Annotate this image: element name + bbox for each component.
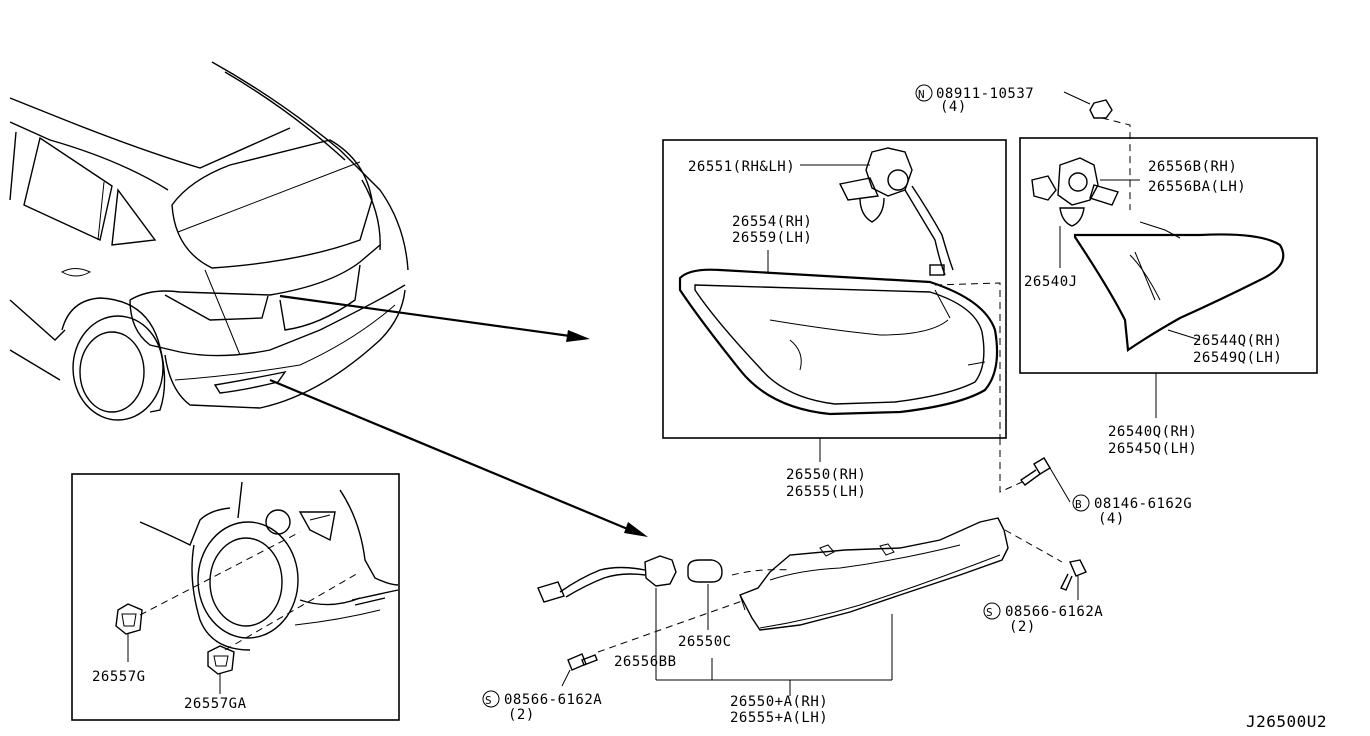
screw-left-part-number: 08566-6162A — [504, 692, 602, 708]
lens-q-lh-label: 26549Q(LH) — [1193, 350, 1282, 366]
socket-bulb-label: 26551(RH&LH) — [688, 159, 795, 175]
clip-g-label: 26557G — [92, 669, 146, 685]
diagram-code: J26500U2 — [1246, 712, 1327, 731]
screw-right-quantity: (2) — [1009, 619, 1036, 635]
part-labels: N 08911-10537 (4) 26551(RH&LH) 26554(RH)… — [92, 84, 1327, 731]
inner-lamp-box — [1019, 137, 1318, 418]
lamp-q-rh-label: 26540Q(RH) — [1108, 424, 1197, 440]
reflector-lh-label: 26555+A(LH) — [730, 710, 828, 726]
bolt-symbol-circle — [1072, 494, 1090, 512]
bolt-part-number: 08146-6162G — [1094, 496, 1192, 512]
lens-lh-label: 26559(LH) — [732, 230, 812, 246]
lamp-q-lh-label: 26545Q(LH) — [1108, 441, 1197, 457]
lens-rh-label: 26554(RH) — [732, 214, 812, 230]
lens-q-rh-label: 26544Q(RH) — [1193, 333, 1282, 349]
bolt-hardware — [999, 438, 1071, 503]
screw-left-quantity: (2) — [508, 707, 535, 723]
bulb-j-label: 26540J — [1024, 274, 1078, 290]
inset-clips-box — [71, 473, 400, 721]
socket-bb-label: 26556BB — [614, 654, 677, 670]
bulb-c-label: 26550C — [678, 634, 732, 650]
nut-hardware — [1063, 91, 1131, 210]
nut-quantity: (4) — [940, 99, 967, 115]
screw-right-symbol: S — [986, 606, 993, 619]
callout-arrows — [269, 294, 648, 537]
bolt-symbol: B — [1075, 498, 1082, 511]
vehicle-rear-illustration — [9, 61, 409, 421]
screw-left-symbol-circle — [482, 690, 500, 708]
bolt-quantity: (4) — [1098, 511, 1125, 527]
nut-symbol: N — [918, 88, 925, 101]
screw-left-symbol: S — [485, 694, 492, 707]
tail-lamp-box — [662, 139, 1007, 462]
lamp-rh-label: 26550(RH) — [786, 467, 866, 483]
screw-right-part-number: 08566-6162A — [1005, 604, 1103, 620]
nut-part-number: 08911-10537 — [936, 86, 1034, 102]
lamp-lh-label: 26555(LH) — [786, 484, 866, 500]
socket-b-lh-label: 26556BA(LH) — [1148, 179, 1246, 195]
nut-symbol-circle — [915, 84, 933, 102]
screw-right-symbol-circle — [983, 602, 1001, 620]
clip-ga-label: 26557GA — [184, 696, 247, 712]
reflector-rh-label: 26550+A(RH) — [730, 694, 828, 710]
socket-b-rh-label: 26556B(RH) — [1148, 159, 1237, 175]
reflector-lamp-assembly — [537, 517, 1087, 696]
